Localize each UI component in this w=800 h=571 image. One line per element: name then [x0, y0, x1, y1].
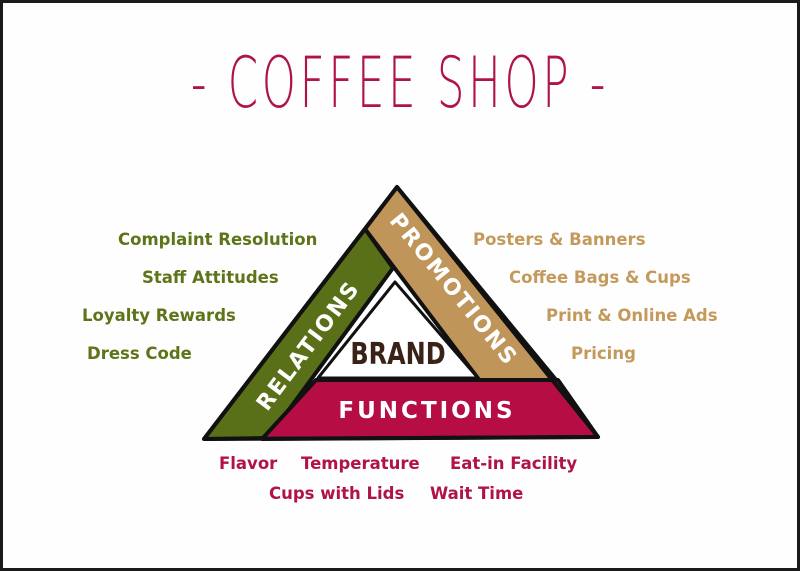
promotions-item: Print & Online Ads [546, 306, 718, 325]
functions-item: Flavor [219, 454, 278, 473]
functions-band-label: FUNCTIONS [338, 398, 515, 424]
functions-item: Temperature [301, 454, 420, 473]
brand-core [316, 280, 480, 380]
outer-outline [202, 185, 600, 441]
promotions-item: Coffee Bags & Cups [509, 268, 691, 287]
relations-item: Dress Code [87, 344, 192, 363]
brand-label: BRAND [350, 337, 445, 371]
relations-item: Loyalty Rewards [82, 306, 236, 325]
relations-item: Staff Attitudes [142, 268, 279, 287]
relations-item: Complaint Resolution [118, 230, 318, 249]
page-title: - COFFEE SHOP - [190, 42, 610, 124]
functions-item: Cups with Lids [269, 484, 405, 503]
promotions-item: Pricing [571, 344, 636, 363]
functions-item: Wait Time [430, 484, 524, 503]
functions-item: Eat-in Facility [450, 454, 578, 473]
promotions-item: Posters & Banners [473, 230, 646, 249]
